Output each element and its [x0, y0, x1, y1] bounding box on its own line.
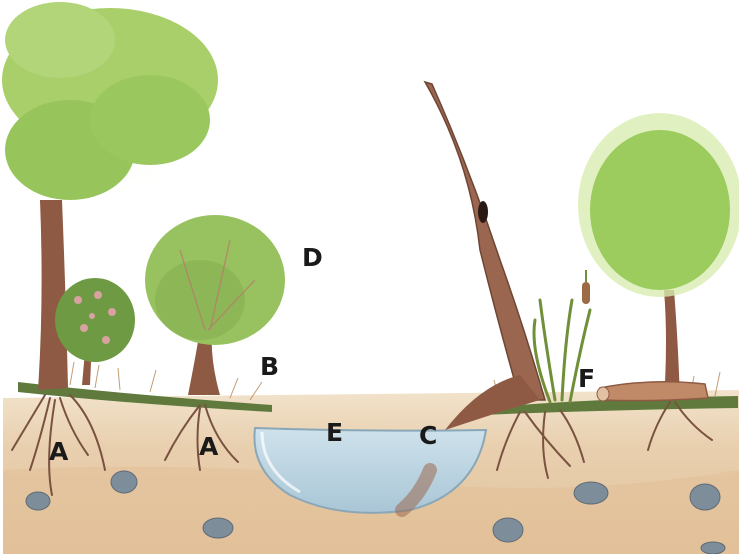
label-e: E	[326, 418, 343, 447]
label-a-right: A	[199, 432, 219, 461]
label-d: D	[302, 243, 323, 272]
label-c: C	[419, 421, 437, 450]
label-a-left: A	[49, 437, 69, 466]
label-f: F	[578, 364, 595, 393]
label-b: B	[260, 352, 279, 381]
